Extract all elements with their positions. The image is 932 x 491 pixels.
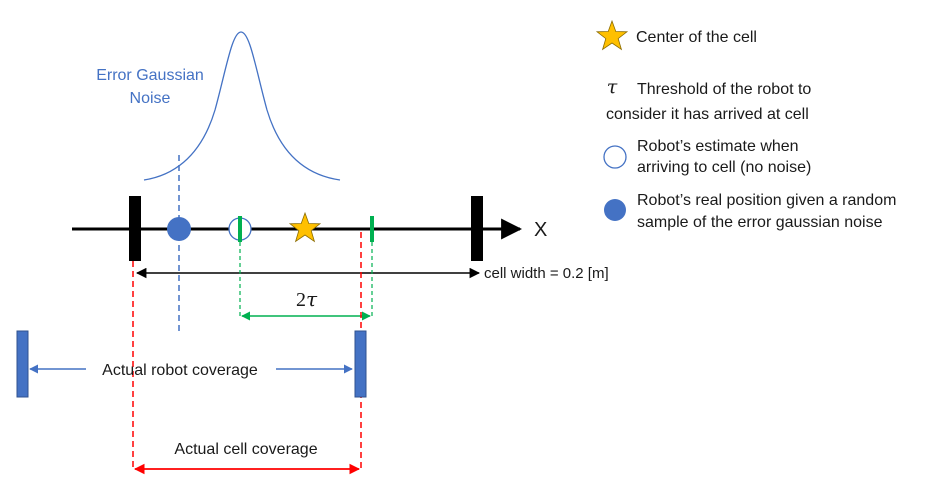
legend-tau-line2: consider it has arrived at cell (606, 106, 809, 123)
robot-real-position-marker (167, 217, 191, 241)
x-axis-label: X (534, 219, 547, 241)
robot-coverage-label: Actual robot coverage (102, 362, 258, 379)
robot-coverage-left-bar (16, 330, 29, 398)
cell-coverage-label: Actual cell coverage (174, 441, 317, 458)
legend-star-icon (595, 19, 629, 51)
legend: Center of the cell τ Threshold of the ro… (595, 19, 896, 231)
legend-tau-line1: Threshold of the robot to (637, 81, 811, 98)
cell-left-boundary (129, 196, 141, 261)
legend-estimate-line1: Robot’s estimate when (637, 138, 799, 155)
legend-real-line1: Robot’s real position given a random (637, 192, 896, 209)
cell-center-star-icon (288, 211, 322, 243)
two-tau-label: 2τ (296, 287, 318, 311)
cell-right-boundary (471, 196, 483, 261)
noise-label-line2: Noise (130, 90, 171, 107)
robot-coverage-right-bar (354, 330, 367, 398)
gaussian-noise-curve (143, 31, 341, 181)
legend-estimate-line2: arriving to cell (no noise) (637, 159, 811, 176)
legend-tau-icon: τ (607, 76, 618, 98)
noise-label-line1: Error Gaussian (96, 67, 204, 84)
legend-filled-circle-icon (604, 199, 626, 221)
legend-center-text: Center of the cell (636, 29, 757, 46)
legend-hollow-circle-icon (603, 145, 627, 169)
legend-real-line2: sample of the error gaussian noise (637, 214, 883, 231)
cell-width-label: cell width = 0.2 [m] (484, 265, 609, 282)
